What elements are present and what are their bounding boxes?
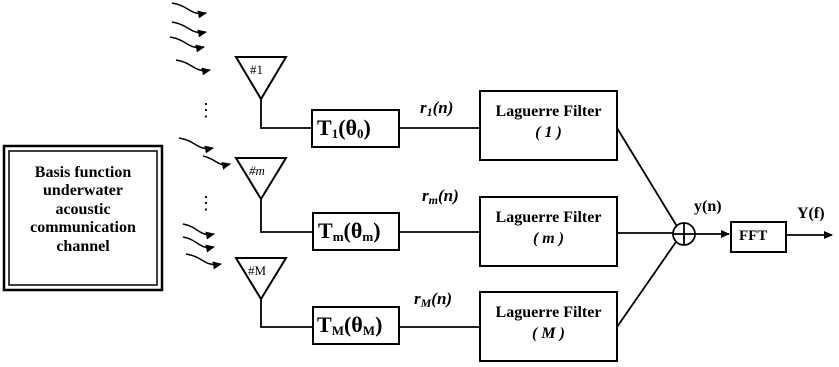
channel-line-1: Basis function <box>34 164 132 181</box>
filter-box-m <box>479 196 618 267</box>
antenna-stems <box>260 99 313 328</box>
antenna-label-M: #M <box>248 263 267 278</box>
filter-box-1 <box>479 90 618 161</box>
filter-1-index: ( 1 ) <box>535 124 562 142</box>
transform-m-main: T <box>318 218 333 243</box>
ellipsis-2: ⋮ <box>197 193 215 213</box>
channel-box-outer <box>2 144 164 292</box>
signal-label-m: rm(n) <box>422 187 459 206</box>
signal-1-arg: (n) <box>432 98 454 117</box>
transform-M-argsub: M <box>362 323 376 338</box>
channel-line-3: acoustic <box>55 200 111 218</box>
channel-line-5: channel <box>56 237 110 255</box>
transform-block-1 <box>311 109 400 148</box>
signal-label-M: rM(n) <box>414 290 452 309</box>
ellipsis-1: ⋮ <box>197 100 215 120</box>
antenna-1-triangle <box>234 56 288 101</box>
antenna-label-m: #m <box>249 163 265 178</box>
signal-m-arg: (n) <box>437 186 459 205</box>
transform-1-argsub: 0 <box>357 126 364 141</box>
transform-block-M <box>312 306 400 345</box>
filter-m-index: ( m ) <box>532 230 565 248</box>
transform-M-arg: θ <box>351 312 363 337</box>
signal-1-main: r <box>420 98 427 117</box>
channel-box-inner <box>8 150 158 286</box>
sum-output-label: y(n) <box>694 198 722 215</box>
transform-m-argsub: m <box>362 229 374 244</box>
filter-text-m: Laguerre Filter ( m ) <box>480 209 617 249</box>
signal-m-sub: m <box>428 193 438 207</box>
transform-to-filter-lines <box>399 127 480 328</box>
fft-label: FFT <box>739 228 768 244</box>
channel-line-4: communication <box>30 219 136 237</box>
wave-arrows-1 <box>169 2 211 76</box>
transform-label-M: TM(θM) <box>317 312 383 338</box>
channel-box-label: Basis function underwater acoustic commu… <box>10 164 156 256</box>
summing-junction <box>672 222 696 246</box>
filter-1-title: Laguerre Filter <box>495 103 602 120</box>
signal-M-main: r <box>414 289 421 308</box>
filter-to-summer-lines <box>616 127 679 328</box>
signal-M-arg: (n) <box>431 289 453 308</box>
transform-1-arg: θ <box>345 115 357 140</box>
wave-arrows-2 <box>178 137 231 170</box>
signal-M-sub: M <box>420 296 432 310</box>
transform-m-arg: θ <box>350 218 363 243</box>
transform-block-m <box>312 212 400 251</box>
filter-text-1: Laguerre Filter ( 1 ) <box>480 103 617 143</box>
filter-M-title: Laguerre Filter <box>495 304 602 321</box>
wave-arrows-3 <box>182 223 222 270</box>
transform-M-main: T <box>317 312 332 337</box>
signal-label-1: r1(n) <box>420 99 453 118</box>
fft-output-label: Y(f) <box>797 205 825 222</box>
filter-M-index: ( M ) <box>532 325 565 343</box>
transform-m-sub: m <box>332 229 344 244</box>
transform-label-m: Tm(θm) <box>318 218 381 244</box>
filter-text-M: Laguerre Filter ( M ) <box>480 304 617 344</box>
channel-line-2: underwater <box>43 182 123 200</box>
antenna-M-triangle <box>234 257 288 301</box>
filter-box-M <box>479 291 618 362</box>
signal-m-main: r <box>422 186 429 205</box>
antenna-label-1: #1 <box>250 62 263 77</box>
transform-1-sub: 1 <box>331 126 339 141</box>
transform-1-main: T <box>317 115 332 140</box>
antenna-m-triangle <box>234 157 288 201</box>
transform-M-sub: M <box>331 323 344 338</box>
filter-m-title: Laguerre Filter <box>495 209 602 226</box>
signal-1-sub: 1 <box>426 105 433 119</box>
fft-box <box>730 221 787 253</box>
transform-label-1: T1(θ0) <box>317 115 371 141</box>
